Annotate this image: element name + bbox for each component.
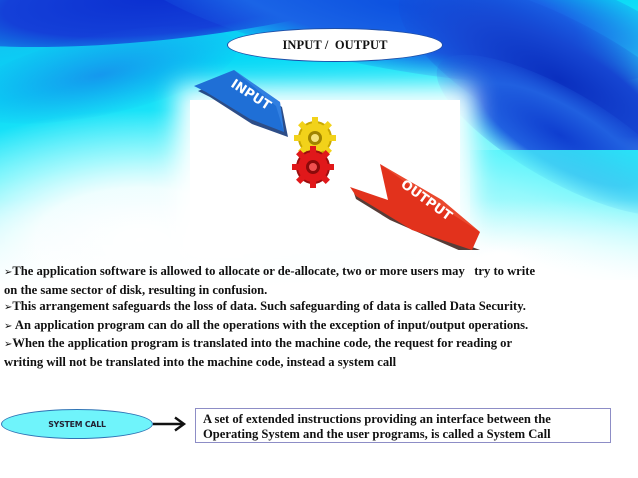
bullet-item: ➢The application software is allowed to … xyxy=(4,263,638,298)
input-output-illustration: INPUT xyxy=(194,70,480,250)
bullet-item: ➢When the application program is transla… xyxy=(4,335,638,370)
bullet-text: writing will not be translated into the … xyxy=(4,354,397,369)
arrow-right-icon xyxy=(153,416,187,432)
bullet-arrow-icon: ➢ xyxy=(4,302,13,314)
system-call-ellipse: SYSTEM CALL xyxy=(1,409,153,439)
bullet-text: The application software is allowed to a… xyxy=(12,264,536,278)
slide-title: INPUT / OUTPUT xyxy=(282,37,388,52)
bullet-text: When the application program is translat… xyxy=(12,336,513,351)
bullet-list: ➢The application software is allowed to … xyxy=(4,263,638,371)
bullet-arrow-icon: ➢ xyxy=(4,320,13,332)
bullet-text: An application program can do all the op… xyxy=(12,317,529,332)
input-arrow-icon: INPUT xyxy=(194,70,288,137)
bullet-text: on the same sector of disk, resulting in… xyxy=(4,282,268,297)
gear-icon xyxy=(294,117,336,159)
gear-icon xyxy=(292,146,334,188)
output-arrow-icon: OUTPUT xyxy=(350,164,480,250)
definition-text: Operating System and the user programs, … xyxy=(203,427,551,441)
bullet-item: ➢ An application program can do all the … xyxy=(4,317,638,336)
bullet-arrow-icon: ➢ xyxy=(4,267,13,278)
system-call-definition-box: A set of extended instructions providing… xyxy=(195,408,611,443)
bullet-text: This arrangement safeguards the loss of … xyxy=(12,299,526,314)
bullet-arrow-icon: ➢ xyxy=(4,339,13,351)
definition-text: A set of extended instructions providing… xyxy=(203,412,551,426)
bullet-item: ➢This arrangement safeguards the loss of… xyxy=(4,298,638,317)
system-call-label: SYSTEM CALL xyxy=(48,419,106,429)
title-ellipse: INPUT / OUTPUT xyxy=(227,28,443,62)
